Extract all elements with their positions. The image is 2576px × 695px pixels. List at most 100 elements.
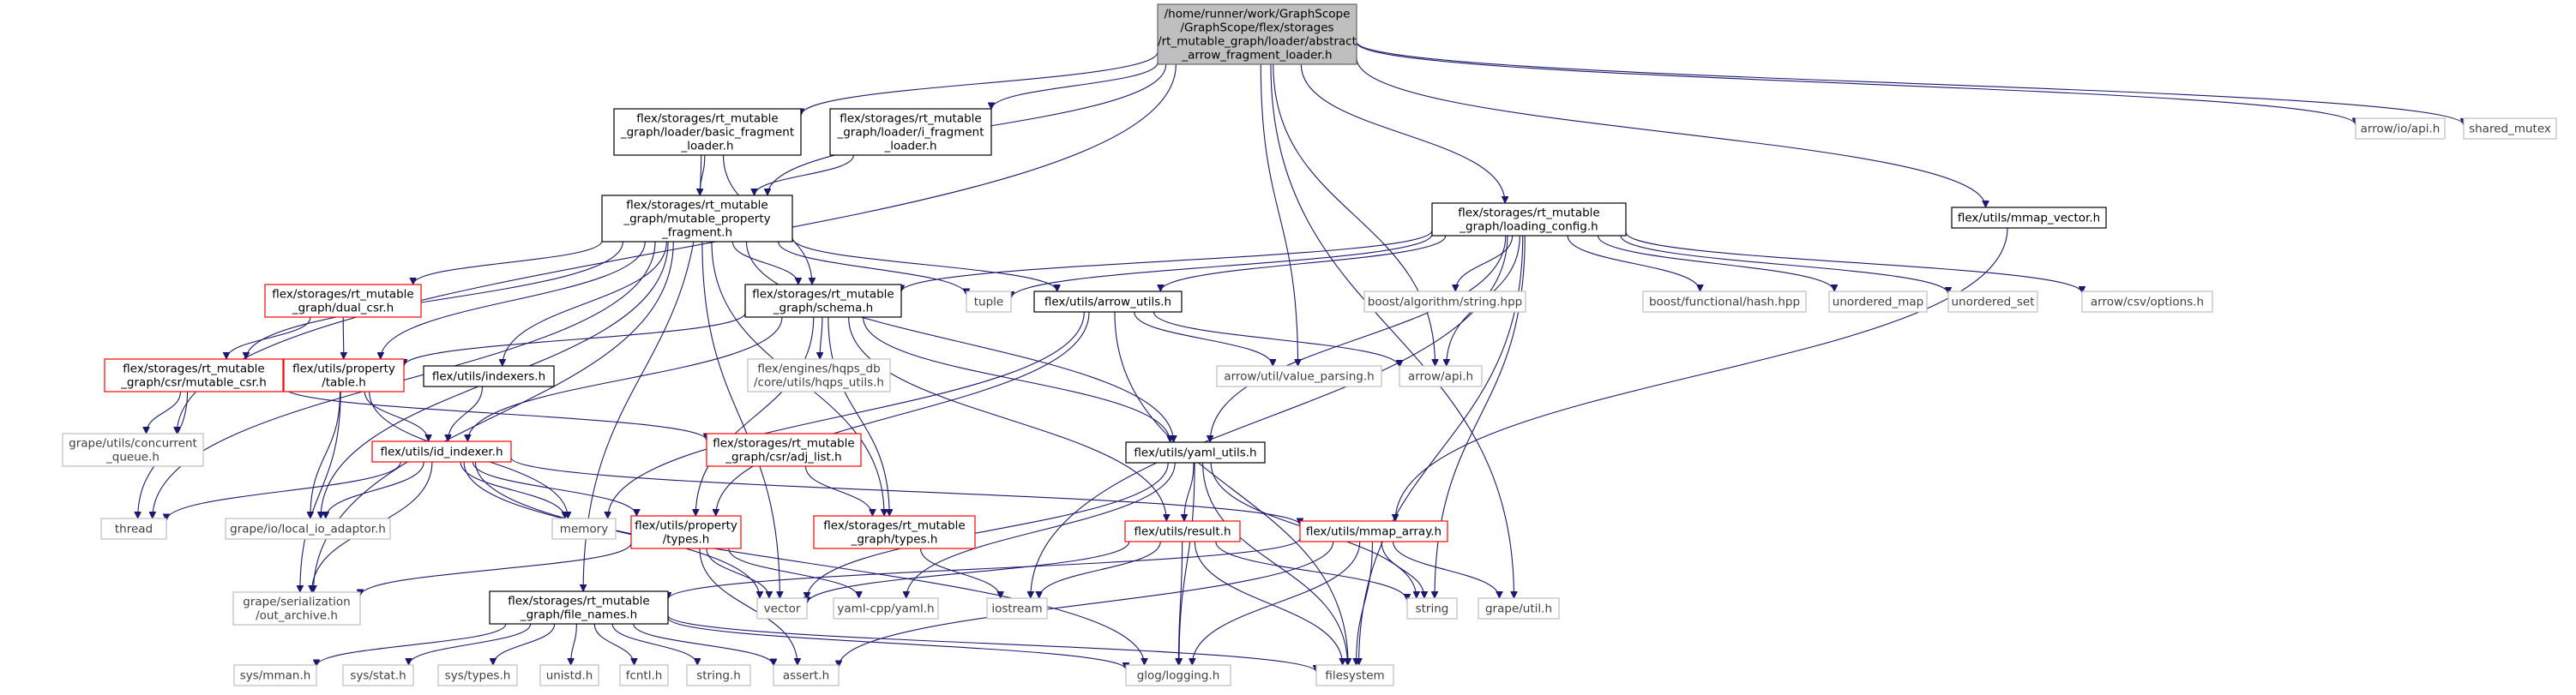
node-label-line: vector: [764, 602, 801, 615]
dependency-nodes: /home/runner/work/GraphScope/GraphScope/…: [62, 3, 2557, 686]
edge-loading_config-to-string: [1435, 235, 1526, 598]
node-box: [437, 664, 518, 686]
node-arrow-csv: arrow/csv/options.h: [2081, 291, 2213, 313]
node-file-names[interactable]: flex/storages/rt_mutable_graph/file_name…: [489, 590, 669, 625]
node-box: [423, 365, 555, 387]
edge-loading_config-to-arrow_utils: [1160, 235, 1447, 292]
edge-arrow_utils-to-filesystem: [1114, 311, 1348, 665]
node-label-line: iostream: [991, 602, 1042, 615]
edge-file_names-to-string_h: [611, 623, 697, 666]
node-id-indexer[interactable]: flex/utils/id_indexer.h: [371, 440, 512, 463]
node-box: [744, 284, 902, 318]
node-mutable-fragment[interactable]: flex/storages/rt_mutable_graph/mutable_p…: [601, 195, 793, 243]
edge-arrow: [791, 237, 1057, 292]
edge-arrow: [413, 240, 603, 285]
edge-file_names-to-fcntl: [593, 623, 634, 666]
node-iostream: iostream: [986, 597, 1048, 620]
edge-arrow: [448, 386, 484, 441]
edge-id_indexer-to-local_io: [326, 461, 424, 519]
edge-arrow: [1260, 63, 1297, 366]
node-box: [829, 108, 992, 156]
edge-arrow: [1625, 231, 2082, 294]
node-box: [232, 591, 361, 626]
edge-arrow: [745, 241, 1173, 442]
edge-yaml_utils-to-yaml_cpp: [906, 462, 1176, 598]
node-box: [1315, 664, 1394, 686]
node-mutable-csr[interactable]: flex/storages/rt_mutable_graph/csr/mutab…: [104, 358, 284, 392]
node-label-line: _graph/loading_config.h: [1459, 219, 1598, 233]
node-arrow-utils[interactable]: flex/utils/arrow_utils.h: [1033, 291, 1183, 313]
edge-root-to-mmap_vector: [1356, 57, 1986, 207]
edge-schema-to-result: [848, 316, 1167, 521]
node-filesystem: filesystem: [1315, 664, 1394, 686]
node-label-line: arrow/csv/options.h: [2091, 295, 2204, 309]
edge-arrow_utils-to-arrow_api: [1153, 311, 1399, 368]
edge-arrow: [1395, 227, 2008, 521]
node-prop-types[interactable]: flex/utils/property/types.h: [630, 515, 742, 549]
node-shared-mutex: shared_mutex: [2463, 117, 2557, 140]
edge-root-to-grape_util: [1270, 63, 1514, 598]
node-indexers[interactable]: flex/utils/indexers.h: [423, 365, 555, 387]
node-grape-util: grape/util.h: [1478, 597, 1560, 620]
node-dual-csr[interactable]: flex/storages/rt_mutable_graph/dual_csr.…: [264, 284, 422, 318]
node-root[interactable]: /home/runner/work/GraphScope/GraphScope/…: [1157, 3, 1357, 65]
node-label-line: flex/storages/rt_mutable: [508, 594, 649, 608]
edge-root-to-arrow_io_api: [1356, 42, 2356, 125]
edge-arrow: [755, 154, 854, 196]
node-label-line: _graph/types.h: [851, 532, 938, 546]
node-unordered-set: unordered_set: [1947, 291, 2038, 313]
edge-arrow: [467, 316, 783, 441]
edge-arrow: [1134, 311, 1273, 367]
node-concurrent-queue: grape/utils/concurrent_queue.h: [62, 433, 204, 467]
node-mmap-vector[interactable]: flex/utils/mmap_vector.h: [1951, 207, 2107, 229]
edge-arrow: [807, 462, 1169, 599]
node-yaml-utils[interactable]: flex/utils/yaml_utils.h: [1125, 441, 1266, 464]
node-label-line: flex/utils/id_indexer.h: [380, 445, 503, 458]
node-box: [813, 515, 976, 549]
node-loading-config[interactable]: flex/storages/rt_mutable_graph/loading_c…: [1431, 202, 1627, 237]
node-label-line: tuple: [974, 295, 1003, 309]
node-label-line: _graph/csr/adj_list.h: [725, 450, 841, 464]
node-property-table[interactable]: flex/utils/property/table.h: [283, 358, 405, 392]
node-label-line: flex/storages/rt_mutable: [752, 287, 894, 301]
node-label-line: sys/stat.h: [350, 668, 406, 682]
edge-arrow: [593, 623, 634, 666]
edge-result-to-iostream: [1039, 541, 1161, 599]
node-label-line: arrow/io/api.h: [2361, 122, 2441, 135]
node-arrow-api: arrow/api.h: [1399, 365, 1483, 387]
node-box: [62, 433, 204, 467]
edge-schema-to-yaml_utils: [863, 316, 1171, 442]
node-sys-mman: sys/mman.h: [233, 664, 317, 686]
node-label-line: _loader.h: [883, 139, 936, 153]
node-label-line: flex/storages/rt_mutable: [840, 111, 981, 125]
edge-id_indexer-to-prop_types: [472, 461, 636, 517]
edge-yaml_utils-to-glog: [1179, 462, 1195, 665]
edge-arrow: [1153, 311, 1399, 368]
node-box: [1125, 441, 1266, 464]
edge-file_names-to-sys_stat: [409, 623, 532, 666]
node-mmap-array[interactable]: flex/utils/mmap_array.h: [1299, 520, 1448, 542]
edge-file_names-to-sys_mman: [316, 623, 507, 667]
edge-mmap_array-to-filesystem: [1357, 541, 1373, 665]
node-local-io: grape/io/local_io_adaptor.h: [225, 518, 391, 540]
node-label-line: sys/types.h: [445, 668, 511, 682]
edge-arrow: [364, 391, 428, 442]
edge-loading_config-to-boost_string: [1455, 235, 1514, 291]
node-label-line: _graph/loader/basic_fragment: [620, 125, 794, 139]
node-label-line: flex/storages/rt_mutable: [636, 111, 778, 125]
edge-arrow: [1039, 541, 1161, 599]
node-label-line: /types.h: [663, 532, 710, 546]
edge-property_table-to-local_io: [310, 391, 341, 518]
edge-arrow: [801, 51, 1159, 116]
node-label-line: /home/runner/work/GraphScope: [1165, 7, 1351, 21]
node-i-loader[interactable]: flex/storages/rt_mutable_graph/loader/i_…: [829, 108, 992, 156]
node-label-line: fcntl.h: [626, 668, 663, 682]
node-graph-types[interactable]: flex/storages/rt_mutable_graph/types.h: [813, 515, 976, 549]
node-label-line: assert.h: [783, 668, 829, 682]
node-result[interactable]: flex/utils/result.h: [1124, 520, 1241, 542]
edge-arrow: [848, 316, 1167, 521]
edge-arrow: [991, 62, 1159, 110]
node-schema[interactable]: flex/storages/rt_mutable_graph/schema.h: [744, 284, 902, 318]
node-adj-list[interactable]: flex/storages/rt_mutable_graph/csr/adj_l…: [706, 433, 862, 467]
node-basic-loader[interactable]: flex/storages/rt_mutable_graph/loader/ba…: [613, 108, 802, 156]
